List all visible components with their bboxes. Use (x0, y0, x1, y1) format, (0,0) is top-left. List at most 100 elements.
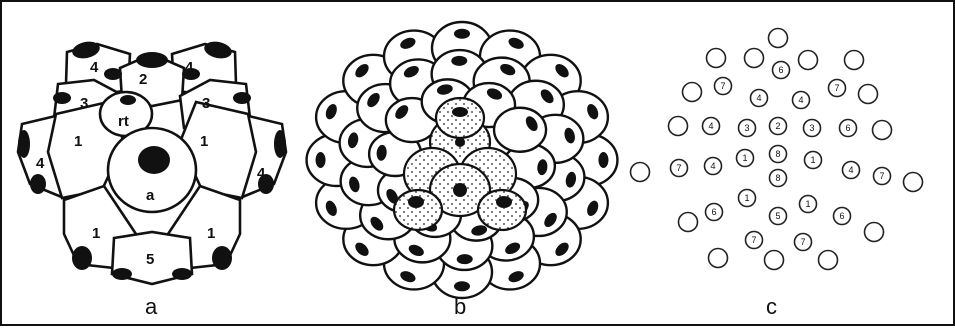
nucleus-b (315, 152, 326, 168)
ommatidium-numbered (737, 188, 757, 208)
label-a-rt: rt (118, 113, 129, 130)
ommatidium-numbered (704, 202, 724, 222)
nucleus-b (565, 171, 577, 188)
ommatidium-numbered (827, 78, 847, 98)
nucleus-b (454, 28, 470, 39)
nucleus-b (508, 271, 524, 283)
ring-number-7: 7 (720, 81, 725, 91)
nucleus-b (451, 55, 468, 66)
caption-c: c (766, 294, 777, 319)
label-a-3-right: 3 (202, 95, 210, 112)
ommatidium-empty (763, 249, 785, 271)
nucleus-b (555, 242, 569, 256)
ring-number-1: 1 (810, 155, 815, 165)
ommatidium-numbered (798, 194, 818, 214)
ring-number-1: 1 (742, 153, 747, 163)
nucleus-b (505, 242, 521, 255)
ring-number-7: 7 (751, 235, 756, 245)
panel-a-rosette: 4 2 4 3 3 rt 1 1 4 4 a 1 1 5 (16, 41, 288, 286)
ommatidium-numbered (744, 230, 764, 250)
ommatidium-numbered (701, 116, 721, 136)
label-a-1-lower-left: 1 (92, 225, 100, 242)
ommatidium-numbered (872, 166, 892, 186)
label-a-4-right: 4 (257, 165, 266, 182)
nucleus-b (403, 65, 419, 78)
ring-number-2: 2 (775, 121, 780, 131)
ommatidium-numbered (832, 206, 852, 226)
ring-number-6: 6 (845, 123, 850, 133)
ring-number-8: 8 (775, 173, 780, 183)
nucleus-b-core (496, 196, 512, 208)
nucleus-b (400, 271, 416, 283)
ring-number-5: 5 (775, 211, 780, 221)
ommatidium-numbered (703, 156, 723, 176)
ring-number-4: 4 (756, 93, 761, 103)
label-a-4-left: 4 (36, 155, 45, 172)
ring-number-1: 1 (805, 199, 810, 209)
ommatidium-numbered (735, 148, 755, 168)
ommatidium-empty (743, 47, 765, 69)
cell-b-ring2 (492, 106, 548, 153)
ommatidium-numbered (838, 118, 858, 138)
nucleus-b (525, 116, 538, 132)
ommatidium-numbered (803, 150, 823, 170)
label-a-5: 5 (146, 251, 154, 268)
ommatidium-numbered (713, 76, 733, 96)
label-a-4-top-right: 4 (185, 59, 194, 76)
ring-number-7: 7 (800, 237, 805, 247)
nucleus-b (325, 200, 337, 216)
ring-number-4: 4 (798, 95, 803, 105)
nucleus-b (555, 64, 569, 78)
ommatidium-empty (629, 161, 651, 183)
ommatidium-empty (707, 247, 729, 269)
ring-number-4: 4 (708, 121, 713, 131)
ommatidium-numbered (791, 90, 811, 110)
nucleus-b (456, 254, 473, 265)
caption-b: b (454, 294, 467, 319)
ommatidium-numbered (768, 144, 788, 164)
ommatidium-empty (817, 249, 839, 271)
ommatidium-numbered (669, 158, 689, 178)
nucleus-b (325, 104, 337, 120)
ring-number-3: 3 (744, 123, 749, 133)
ommatidium-empty (677, 211, 699, 233)
label-a-1-left: 1 (74, 133, 82, 150)
nucleus-b (367, 93, 380, 108)
ommatidium-empty (705, 47, 727, 69)
ommatidium-empty (797, 49, 819, 71)
nucleus-b (349, 176, 360, 193)
ring-number-1: 1 (744, 193, 749, 203)
nucleus-b (355, 64, 369, 78)
ommatidium-numbered (771, 60, 791, 80)
ring-number-3: 3 (809, 123, 814, 133)
nucleus-b (471, 225, 488, 236)
panel-b-rosette (305, 20, 619, 300)
ommatidium-numbered (768, 168, 788, 188)
nucleus-b (400, 37, 416, 49)
ring-number-4: 4 (848, 165, 853, 175)
nucleus-b (395, 105, 409, 119)
ring-number-8: 8 (775, 149, 780, 159)
nucleus-b (486, 88, 503, 100)
nucleus-b (537, 159, 548, 176)
nucleus-b (587, 200, 599, 216)
ring-number-7: 7 (676, 163, 681, 173)
ommatidium-empty (681, 81, 703, 103)
ommatidium-numbered (802, 118, 822, 138)
nucleus-b (544, 212, 557, 227)
label-a-1-lower-right: 1 (207, 225, 215, 242)
ommatidium-empty (857, 83, 879, 105)
nucleus-b-core (408, 196, 424, 208)
cell-b-core (434, 96, 486, 140)
nucleus-b-core (452, 107, 468, 117)
label-a-3-left: 3 (80, 95, 88, 112)
ommatidium-numbered (768, 116, 788, 136)
ommatidium-empty (667, 115, 689, 137)
nucleus-b (347, 132, 359, 149)
ommatidium-empty (863, 221, 885, 243)
ommatidium-numbered (749, 88, 769, 108)
nucleus-b (454, 281, 470, 292)
nucleus-b (587, 104, 599, 120)
